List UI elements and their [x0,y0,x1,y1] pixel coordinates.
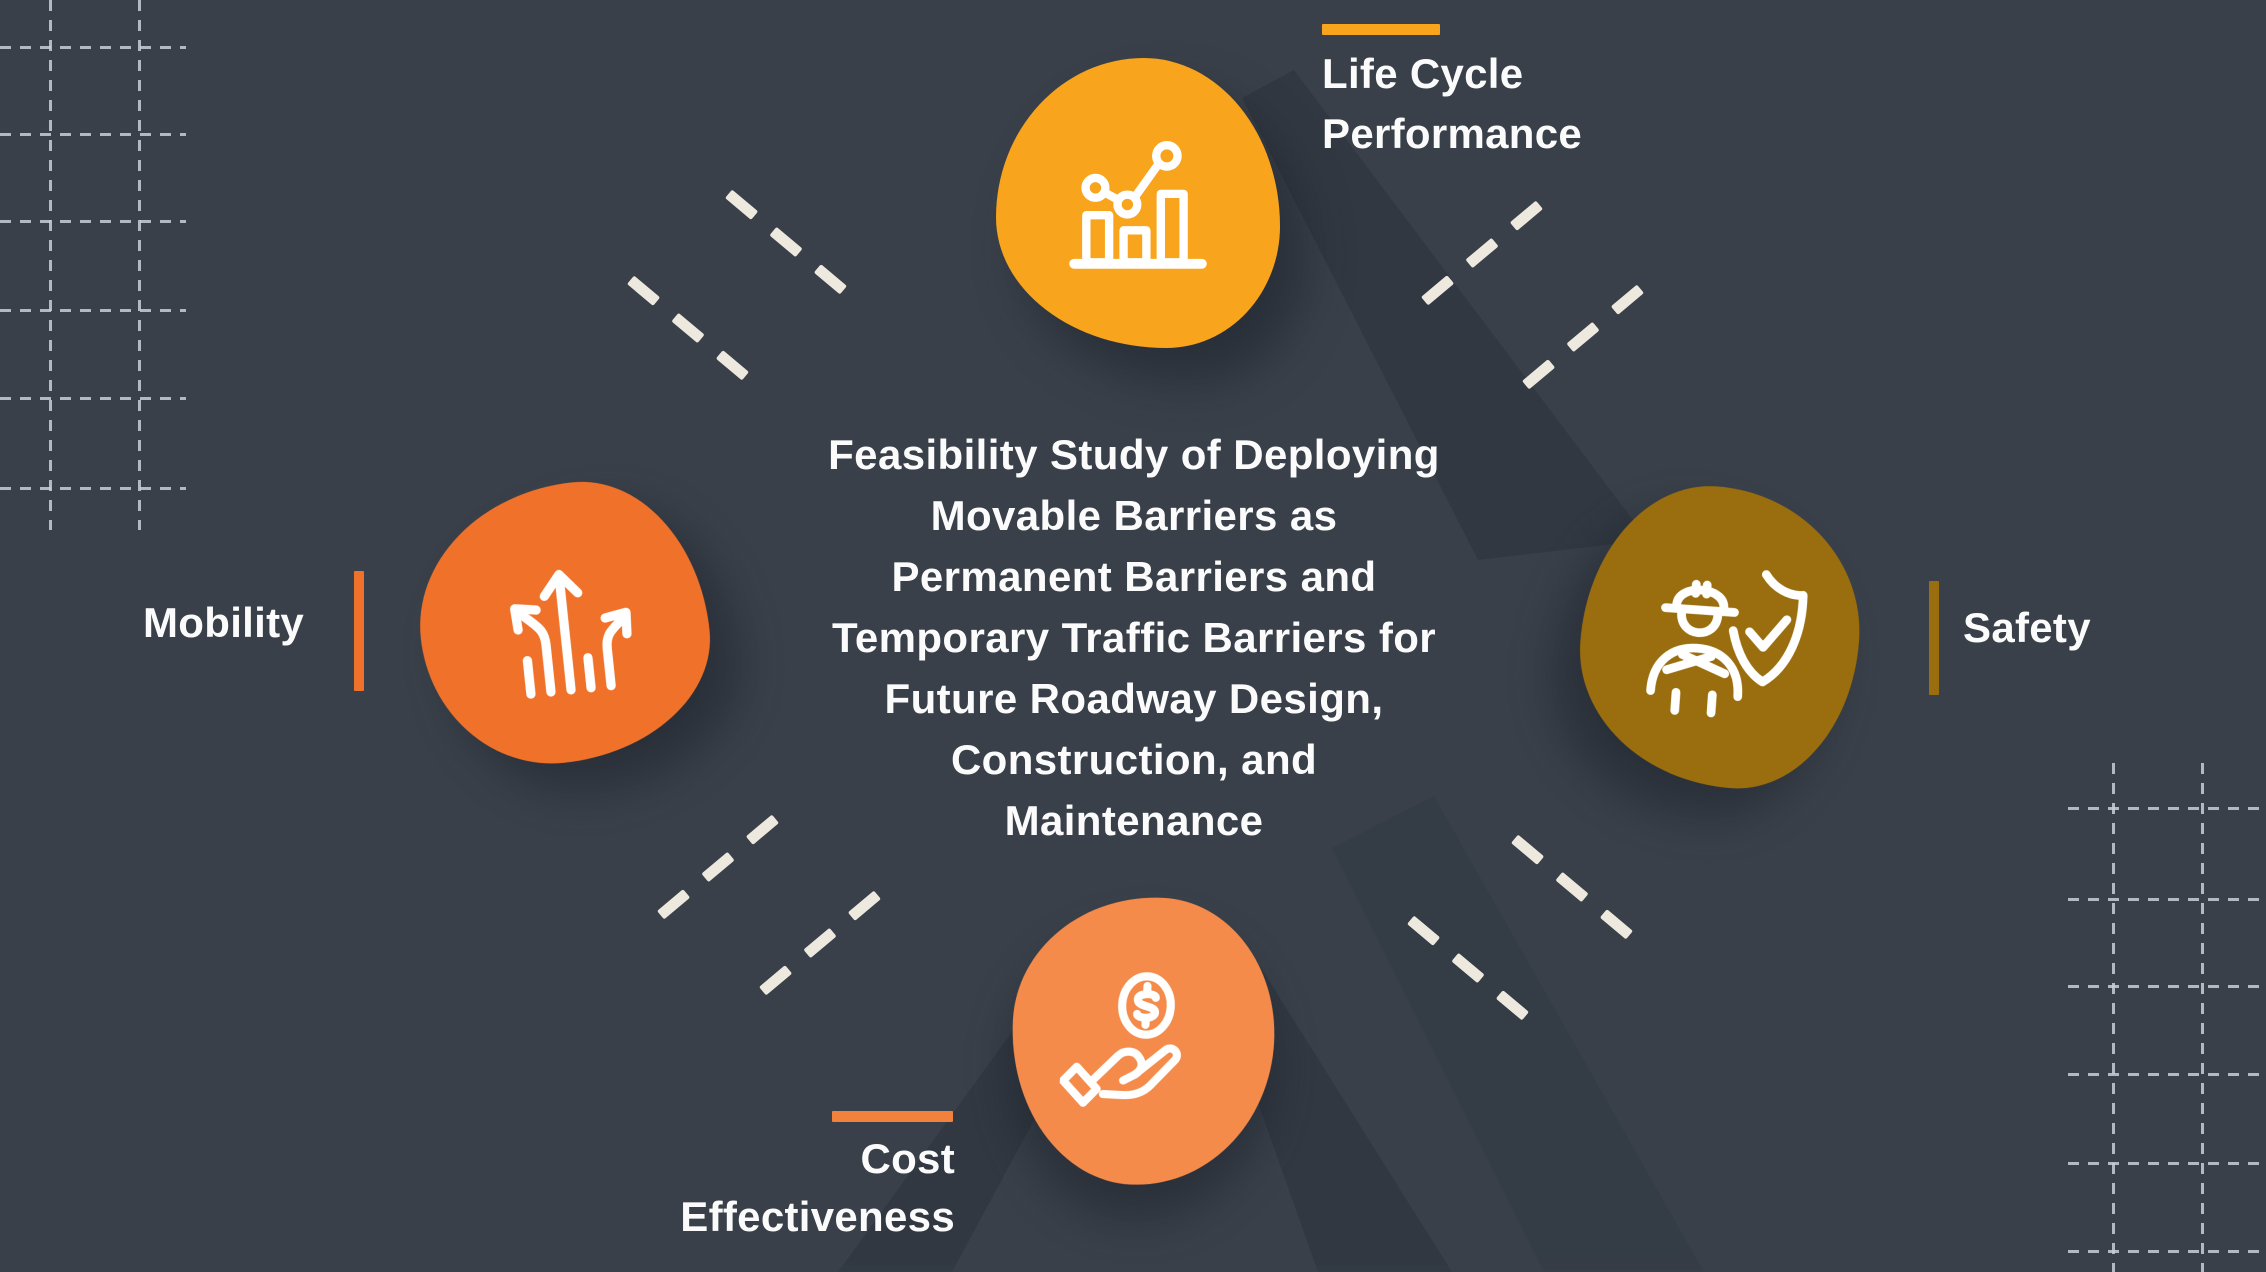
grid-line [2201,763,2204,1272]
label-cost-effectiveness: Cost Effectiveness [555,1130,955,1246]
cost-accent-bar [832,1111,953,1122]
dash [1407,915,1441,946]
safety-accent-bar [1929,581,1939,695]
dash-row [1407,915,1529,1021]
dash [1495,990,1529,1021]
dash [671,312,705,344]
grid-line [0,487,186,490]
page-title: Feasibility Study of Deploying Movable B… [634,424,1634,851]
dash [1566,321,1600,353]
label-line: Performance [1322,110,1583,157]
grid-line [0,309,186,312]
label-life-cycle-performance: Life Cycle Performance [1322,44,1582,164]
title-line: Future Roadway Design, [884,675,1384,722]
title-line: Feasibility Study of Deploying [828,431,1440,478]
dash [1451,952,1485,984]
grid-line [0,220,186,223]
dash [701,851,735,883]
label-line: Cost [860,1135,955,1182]
hand-coin-dollar-icon [1059,972,1181,1107]
grid-line [0,46,186,49]
grid-line [2068,1073,2266,1076]
dash [803,927,837,959]
title-line: Maintenance [1004,797,1264,844]
grid-line [0,133,186,136]
dash [1555,871,1589,903]
dash [847,890,881,921]
dash [769,226,803,258]
dash [725,189,759,220]
blob-mobility [406,469,722,777]
grid-line [0,397,186,400]
label-safety: Safety [1963,604,2091,651]
grid-line [2068,898,2266,901]
dash [1509,200,1543,231]
dash [1421,275,1455,306]
label-mobility: Mobility [143,599,305,646]
bar-chart-trend-icon [1069,141,1207,269]
grid-line [2068,807,2266,810]
grid-line [49,0,52,530]
title-line: Temporary Traffic Barriers for [831,614,1437,661]
dash [759,965,793,996]
title-line: Construction, and [950,736,1318,783]
dash-row [725,189,847,295]
dash [715,350,749,381]
dash-row [1421,200,1543,306]
grid-line [2068,1250,2266,1253]
title-line: Permanent Barriers and [891,553,1377,600]
grid-line [2112,763,2115,1272]
grid-line [2068,985,2266,988]
blob-life-cycle-performance [996,58,1280,348]
mobility-accent-bar [354,571,364,691]
label-line: Effectiveness [680,1193,955,1240]
dash-row [627,275,749,381]
blob-safety [1570,477,1870,797]
grid-line [138,0,141,530]
dash [1465,237,1499,269]
dash [1522,359,1556,390]
label-line: Life Cycle [1322,50,1524,97]
title-line: Movable Barriers as [930,492,1338,539]
worker-shield-check-icon [1646,570,1808,718]
life-cycle-accent-bar [1322,24,1440,35]
dash [1610,284,1644,315]
grid-line [2068,1162,2266,1165]
dash [657,889,691,920]
dash-row [1522,284,1644,390]
dash-row [759,890,881,996]
blob-cost-effectiveness [1004,890,1282,1192]
dash [813,264,847,295]
dash [627,275,661,306]
dash [1599,909,1633,940]
branching-arrows-icon [510,569,632,699]
